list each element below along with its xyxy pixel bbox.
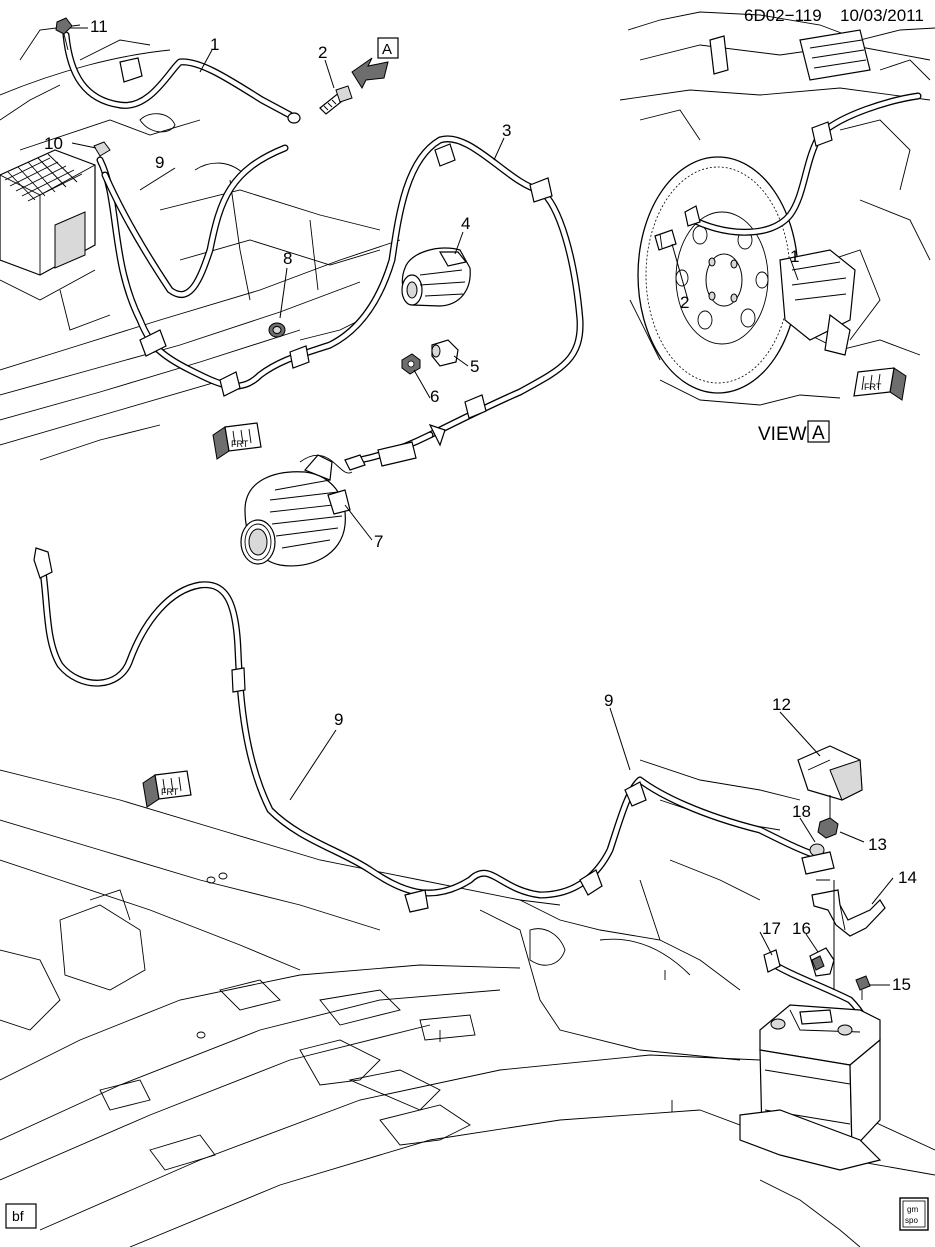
callout-5: 5: [470, 357, 479, 376]
part-8-grommet: [268, 322, 286, 338]
positive-cable-lower: [33, 547, 819, 913]
callout-7: 7: [374, 532, 383, 551]
underbody-illustration: [0, 759, 935, 1247]
callout-4: 4: [461, 214, 470, 233]
view-a-label: VIEW A: [758, 420, 830, 445]
callout-labels: 11 1 2 3 10 9 4 8 5 6 7 1 2 9 9 12 18 13…: [44, 17, 917, 994]
part-13-nut: [817, 817, 839, 839]
callout-6: 6: [430, 387, 439, 406]
view-a-arrow: A: [351, 37, 399, 90]
negative-cable-top: [62, 31, 301, 124]
part-6-nut: [401, 353, 421, 375]
flywheel: [637, 156, 799, 394]
engine-bay-illustration: [0, 24, 401, 461]
part-15-bolt: [855, 975, 871, 1000]
part-12-terminal-cover: [797, 745, 863, 801]
callout-9-right: 9: [604, 691, 613, 710]
logo-text-bottom: spo: [905, 1216, 918, 1225]
diagram-date: 10/03/2011: [840, 6, 924, 25]
part-2-bolt: [319, 85, 353, 115]
callout-18: 18: [792, 802, 811, 821]
part-5-bushing: [431, 339, 459, 367]
frt-marker-lower: FRT: [142, 770, 192, 808]
frt-text-view: FRT: [864, 382, 882, 392]
battery-grid-illustration: [0, 149, 111, 331]
callout-12: 12: [772, 695, 791, 714]
gm-spo-logo: gm spo: [899, 1197, 929, 1231]
callout-9-top: 9: [155, 153, 164, 172]
callout-16: 16: [792, 919, 811, 938]
footer: bf gm spo: [5, 1197, 929, 1231]
callout-8: 8: [283, 249, 292, 268]
callout-2-top: 2: [318, 43, 327, 62]
view-label-text: VIEW: [758, 424, 807, 445]
part-4-starter: [401, 247, 471, 307]
part-14-bracket: [811, 889, 886, 937]
callout-1-top: 1: [210, 35, 219, 54]
callout-13: 13: [868, 835, 887, 854]
callout-14: 14: [898, 868, 917, 887]
frt-text-lower: FRT: [161, 787, 179, 797]
part-11-bolt: [55, 17, 73, 51]
positive-cable-upper: [96, 135, 584, 467]
frt-text-upper: FRT: [231, 439, 249, 449]
part-16-sensor: [809, 947, 835, 977]
callout-11: 11: [90, 17, 108, 36]
part-7-alternator: [240, 454, 366, 567]
callout-3: 3: [502, 121, 511, 140]
diagram-id: 6D02−119: [744, 6, 822, 25]
footer-badge-text: bf: [12, 1208, 24, 1224]
callout-17: 17: [762, 919, 781, 938]
callout-2-view: 2: [680, 293, 689, 312]
part-18-terminal: [801, 843, 835, 875]
view-label-letter: A: [812, 423, 825, 444]
frt-marker-upper: FRT: [212, 422, 262, 460]
footer-badge-box: [5, 1203, 37, 1229]
diagram-header: 6D02−119 10/03/2011: [744, 6, 924, 25]
callout-10: 10: [44, 134, 63, 153]
frt-marker-view: FRT: [853, 367, 907, 401]
battery-lower: [739, 1004, 882, 1171]
leader-lines: [70, 27, 894, 990]
view-a-inset: FRT: [619, 11, 935, 406]
callout-1-view: 1: [790, 247, 799, 266]
callout-15: 15: [892, 975, 911, 994]
logo-text-top: gm: [907, 1205, 918, 1214]
view-arrow-letter: A: [382, 41, 392, 58]
callout-9-mid: 9: [334, 710, 343, 729]
